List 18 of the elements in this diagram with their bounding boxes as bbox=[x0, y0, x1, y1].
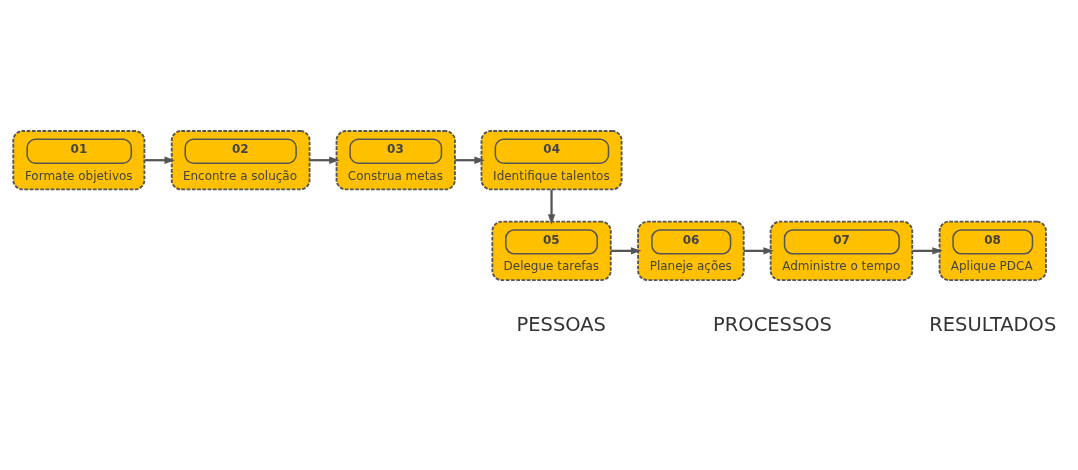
node-box: 02 Encontre a solução bbox=[170, 129, 311, 190]
node-box: 03 Construa metas bbox=[335, 129, 456, 190]
arrow bbox=[912, 246, 943, 255]
node-box: 08 Aplique PDCA bbox=[938, 220, 1047, 281]
label: RESULTADOS bbox=[929, 312, 1057, 336]
arrow bbox=[309, 156, 340, 164]
node-box: 01 Formate objetivos bbox=[12, 129, 146, 190]
label: PESSOAS bbox=[516, 312, 606, 336]
arrow bbox=[144, 156, 175, 164]
node-box: 04 Identifique talentos bbox=[480, 129, 623, 190]
arrow bbox=[547, 189, 556, 225]
node-box: 06 Planeje ações bbox=[637, 220, 745, 281]
arrow bbox=[455, 156, 485, 164]
label: PROCESSOS bbox=[713, 312, 832, 336]
arrow bbox=[610, 246, 642, 255]
node-box: 07 Administre o tempo bbox=[769, 220, 914, 281]
node-box: 05 Delegue tarefas bbox=[491, 220, 612, 281]
arrow bbox=[743, 246, 774, 255]
